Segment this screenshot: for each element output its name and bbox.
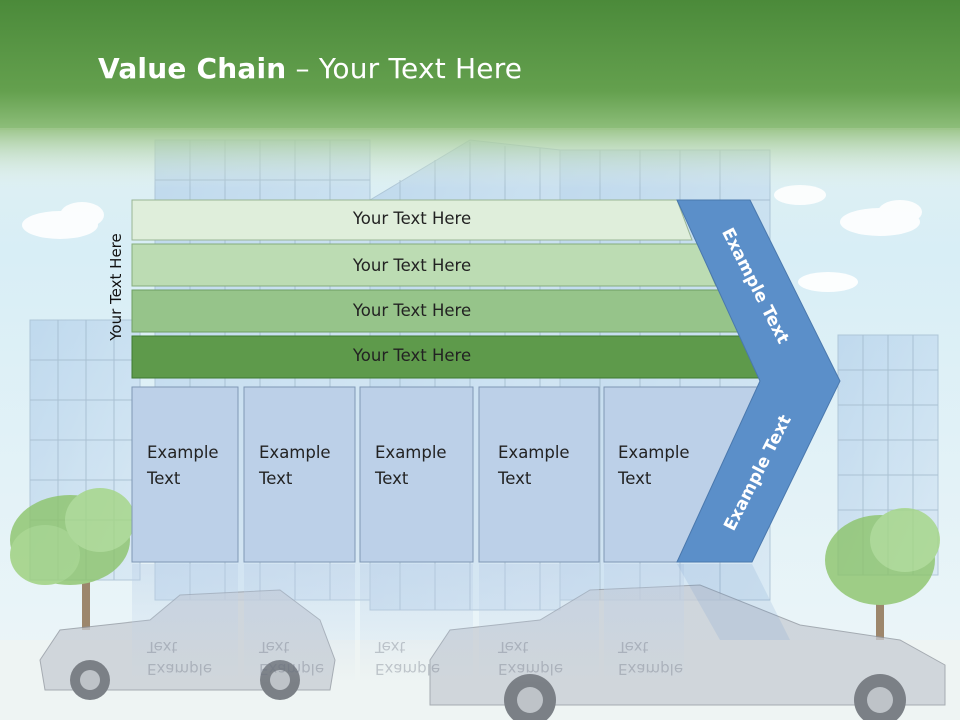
- activity-cell-1-reflection-line1: Example: [147, 660, 213, 678]
- support-row-1: [131, 199, 693, 241]
- activity-cell-3: [359, 386, 474, 563]
- activity-cell-5-line2: Text: [618, 469, 652, 488]
- activity-cell-5-text: Example Text: [618, 440, 690, 492]
- activity-cell-2-reflection: Example Text: [259, 636, 324, 680]
- activity-cell-2-text: Example Text: [259, 440, 331, 492]
- support-row-1-label: Your Text Here: [352, 209, 472, 228]
- activity-cell-3-text: Example Text: [375, 440, 447, 492]
- support-row-3-label: Your Text Here: [352, 301, 472, 320]
- activity-cell-4-reflection-line1: Example: [498, 660, 564, 678]
- activity-cell-1-reflection-line2: Text: [147, 638, 178, 656]
- activity-cell-2-line1: Example: [259, 443, 331, 462]
- support-row-4-label: Your Text Here: [352, 346, 472, 365]
- slide-title-rest: – Your Text Here: [286, 52, 523, 85]
- activity-cell-3-line1: Example: [375, 443, 447, 462]
- activity-cell-5-reflection-line1: Example: [618, 660, 684, 678]
- activity-cell-4-text: Example Text: [498, 440, 570, 492]
- activity-cell-3-reflection-line1: Example: [375, 660, 441, 678]
- activity-cell-2-line2: Text: [259, 469, 293, 488]
- activity-cell-5-line1: Example: [618, 443, 690, 462]
- slide-title-bold: Value Chain: [98, 52, 287, 85]
- activity-cell-1-text: Example Text: [147, 440, 219, 492]
- margin-chevron: [676, 199, 841, 563]
- activity-cell-4-reflection: Example Text: [498, 636, 563, 680]
- activity-cell-1-line1: Example: [147, 443, 219, 462]
- activity-cell-1: [131, 386, 239, 563]
- activity-cell-4-reflection-line2: Text: [498, 638, 529, 656]
- support-activities-side-label: Your Text Here: [107, 233, 125, 341]
- activity-cell-4-line2: Text: [498, 469, 532, 488]
- activity-cell-2: [243, 386, 356, 563]
- activity-cell-2-reflection-line2: Text: [259, 638, 290, 656]
- slide-title: Value Chain – Your Text Here: [98, 52, 522, 85]
- activity-cell-4: [478, 386, 600, 563]
- activity-cell-5-reflection: Example Text: [618, 636, 683, 680]
- activity-cell-3-line2: Text: [375, 469, 409, 488]
- activity-cell-1-line2: Text: [147, 469, 181, 488]
- activity-cell-3-reflection-line2: Text: [375, 638, 406, 656]
- activity-cell-3-reflection: Example Text: [375, 636, 440, 680]
- activity-cell-4-line1: Example: [498, 443, 570, 462]
- activity-cell-1-reflection: Example Text: [147, 636, 212, 680]
- activity-cell-2-reflection-line1: Example: [259, 660, 325, 678]
- activity-cell-5-reflection-line2: Text: [618, 638, 649, 656]
- support-row-2-label: Your Text Here: [352, 256, 472, 275]
